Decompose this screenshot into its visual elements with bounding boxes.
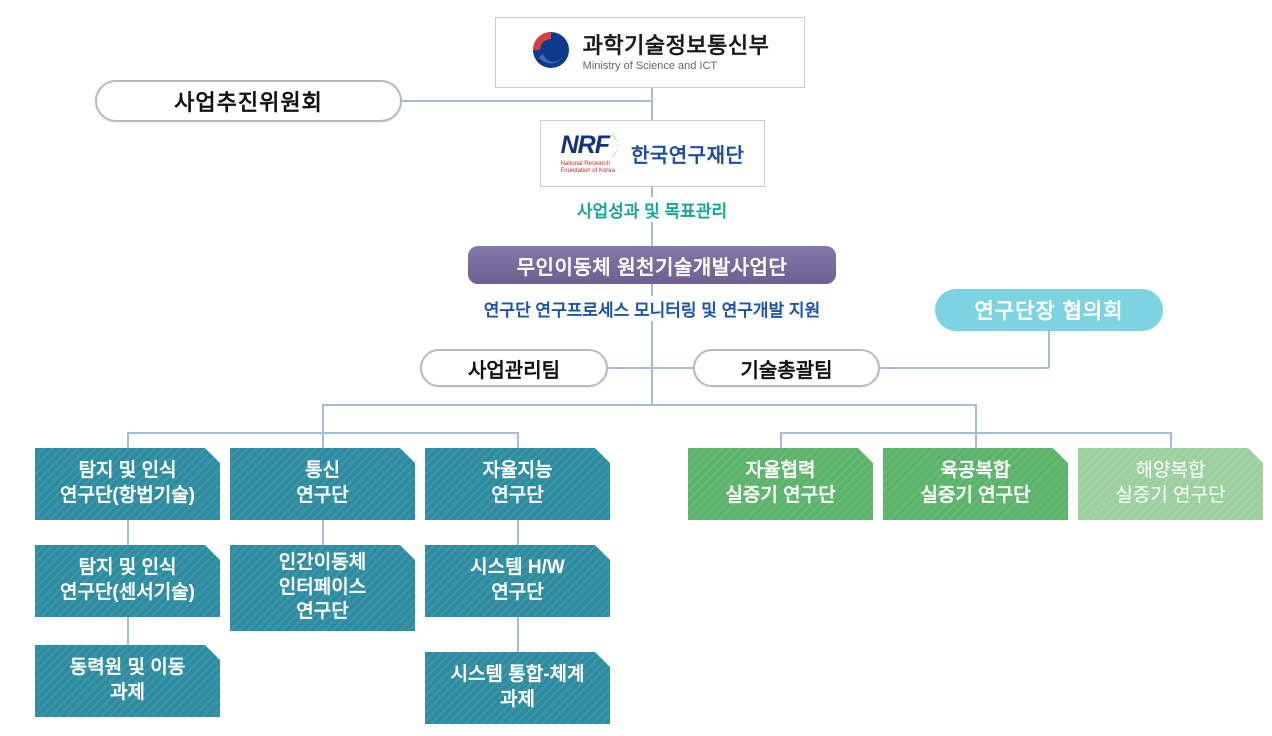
unit-label: 동력원 및 이동 과제 <box>69 657 186 703</box>
ministry-name: 과학기술정보통신부 <box>582 32 770 58</box>
connector <box>322 404 976 406</box>
council-pill: 연구단장 협의회 <box>935 289 1163 331</box>
connector <box>517 617 519 652</box>
demo-land-air-hybrid: 육공복합 실증기 연구단 <box>883 448 1068 520</box>
unit-label: 육공복합 실증기 연구단 <box>920 460 1031 506</box>
connector <box>127 432 129 448</box>
nrf-logo-caption: National Research Foundation of Korea <box>560 160 615 174</box>
nrf-swoosh-icon <box>609 132 618 159</box>
connector <box>517 432 519 448</box>
demo-marine-hybrid: 해양복합 실증기 연구단 <box>1078 448 1263 520</box>
unit-system-hw: 시스템 H/W 연구단 <box>425 545 610 617</box>
unit-label: 시스템 통합-체계 과제 <box>450 664 585 710</box>
unit-label: 해양복합 실증기 연구단 <box>1115 460 1226 506</box>
ministry-box: 과학기술정보통신부 Ministry of Science and ICT <box>495 17 805 88</box>
demo-autonomous-cooperation: 자율협력 실증기 연구단 <box>688 448 873 520</box>
program-caption: 연구단 연구프로세스 모니터링 및 연구개발 지원 <box>473 296 831 321</box>
unit-human-interface: 인간이동체 인터페이스 연구단 <box>230 545 415 631</box>
nrf-logo-text: NRF <box>560 131 610 160</box>
connector <box>127 520 129 545</box>
unit-power-mobility: 동력원 및 이동 과제 <box>35 645 220 717</box>
connector <box>398 100 652 102</box>
connector <box>651 88 653 120</box>
program-office-box: 무인이동체 원천기술개발사업단 <box>468 246 836 284</box>
connector <box>322 520 324 545</box>
unit-autonomy: 자율지능 연구단 <box>425 448 610 520</box>
unit-label: 탐지 및 인식 연구단(센서기술) <box>59 557 195 603</box>
connector <box>127 617 129 645</box>
connector <box>322 404 324 433</box>
unit-label: 탐지 및 인식 연구단(항법기술) <box>59 460 195 506</box>
team-pill-project-management: 사업관리팀 <box>420 349 608 387</box>
nrf-name: 한국연구재단 <box>630 145 745 167</box>
connector <box>651 284 653 405</box>
connector <box>517 520 519 545</box>
connector <box>880 367 1049 369</box>
unit-detection-navigation: 탐지 및 인식 연구단(항법기술) <box>35 448 220 520</box>
unit-label: 자율지능 연구단 <box>482 460 553 506</box>
unit-label: 자율협력 실증기 연구단 <box>725 460 836 506</box>
program-office-label: 무인이동체 원천기술개발사업단 <box>516 256 788 279</box>
team-pill-technology: 기술총괄팀 <box>693 349 880 387</box>
team-label: 사업관리팀 <box>468 359 560 382</box>
msit-logo-icon <box>531 30 571 75</box>
unit-label: 통신 연구단 <box>296 460 349 506</box>
connector <box>975 432 977 448</box>
connector <box>780 432 782 448</box>
unit-detection-sensor: 탐지 및 인식 연구단(센서기술) <box>35 545 220 617</box>
unit-communication: 통신 연구단 <box>230 448 415 520</box>
connector <box>1048 331 1050 368</box>
committee-label: 사업추진위원회 <box>174 90 323 115</box>
unit-label: 인간이동체 인터페이스 연구단 <box>278 551 367 623</box>
ministry-subtitle: Ministry of Science and ICT <box>582 59 718 72</box>
nrf-caption: 사업성과 및 목표관리 <box>566 197 738 222</box>
nrf-logo-icon: NRF National Research Foundation of Kore… <box>561 132 623 175</box>
council-label: 연구단장 협의회 <box>974 300 1124 323</box>
nrf-box: NRF National Research Foundation of Kore… <box>540 120 765 187</box>
connector <box>1170 432 1172 448</box>
connector <box>607 367 695 369</box>
unit-system-integration: 시스템 통합-체계 과제 <box>425 652 610 724</box>
unit-label: 시스템 H/W 연구단 <box>470 557 565 603</box>
committee-pill: 사업추진위원회 <box>95 80 402 122</box>
connector <box>322 432 324 448</box>
team-label: 기술총괄팀 <box>740 359 833 382</box>
connector <box>975 404 977 433</box>
